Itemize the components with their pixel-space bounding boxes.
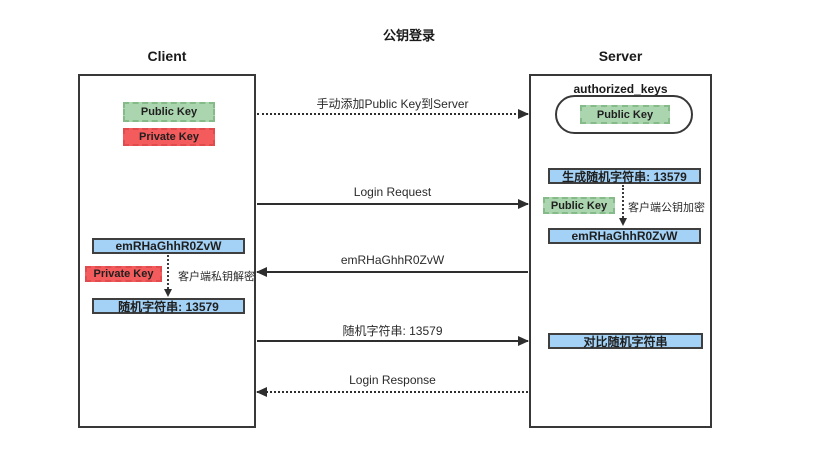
message-line: [257, 336, 529, 346]
server-generate-random-box: 生成随机字符串: 13579: [548, 168, 701, 184]
server-encrypted-string-box: emRHaGhhR0ZvW: [548, 228, 701, 244]
authorized-keys-label: authorized_keys: [573, 82, 668, 96]
server-stored-public-key-chip: Public Key: [580, 105, 670, 124]
message-login-response: Login Response: [256, 373, 528, 399]
server-encrypt-note: 客户端公钥加密: [628, 202, 705, 214]
arrow-down-icon: [164, 289, 172, 297]
message-label: Login Request: [353, 185, 432, 199]
message-encrypted-string: emRHaGhhR0ZvW: [256, 253, 528, 279]
message-label: 随机字符串: 13579: [342, 324, 443, 338]
client-decrypt-arrow: [164, 255, 172, 297]
message-random-string: 随机字符串: 13579: [257, 322, 529, 348]
message-login-request: Login Request: [257, 185, 529, 211]
client-private-key-decrypt-chip: Private Key: [85, 266, 162, 282]
client-decrypt-note: 客户端私钥解密: [178, 271, 255, 283]
arrow-left-icon: [256, 387, 267, 397]
message-line: [256, 267, 528, 277]
message-line: [257, 199, 529, 209]
message-label: Login Response: [349, 373, 436, 387]
client-box: Public Key Private Key emRHaGhhR0ZvW Pri…: [78, 74, 256, 428]
arrow-right-icon: [518, 199, 529, 209]
client-public-key-chip: Public Key: [123, 102, 215, 122]
diagram-title: 公钥登录: [382, 28, 435, 43]
arrow-down-icon: [619, 218, 627, 226]
client-title: Client: [147, 48, 187, 64]
message-add-public-key: 手动添加Public Key到Server: [257, 95, 529, 121]
arrow-right-icon: [518, 109, 529, 119]
server-box: authorized_keys Public Key 生成随机字符串: 1357…: [529, 74, 712, 428]
client-encrypted-string-box: emRHaGhhR0ZvW: [92, 238, 245, 254]
client-private-key-chip: Private Key: [123, 128, 215, 146]
arrow-right-icon: [518, 336, 529, 346]
server-encrypt-arrow: [619, 185, 627, 226]
server-public-key-encrypt-chip: Public Key: [543, 197, 615, 214]
arrow-left-icon: [256, 267, 267, 277]
message-label: 手动添加Public Key到Server: [316, 97, 469, 111]
authorized-keys-shape: [555, 95, 693, 134]
message-line: [256, 387, 528, 397]
client-random-string-box: 随机字符串: 13579: [92, 298, 245, 314]
server-compare-random-box: 对比随机字符串: [548, 333, 703, 349]
message-label: emRHaGhhR0ZvW: [340, 253, 445, 267]
server-title: Server: [598, 48, 643, 64]
message-line: [257, 109, 529, 119]
